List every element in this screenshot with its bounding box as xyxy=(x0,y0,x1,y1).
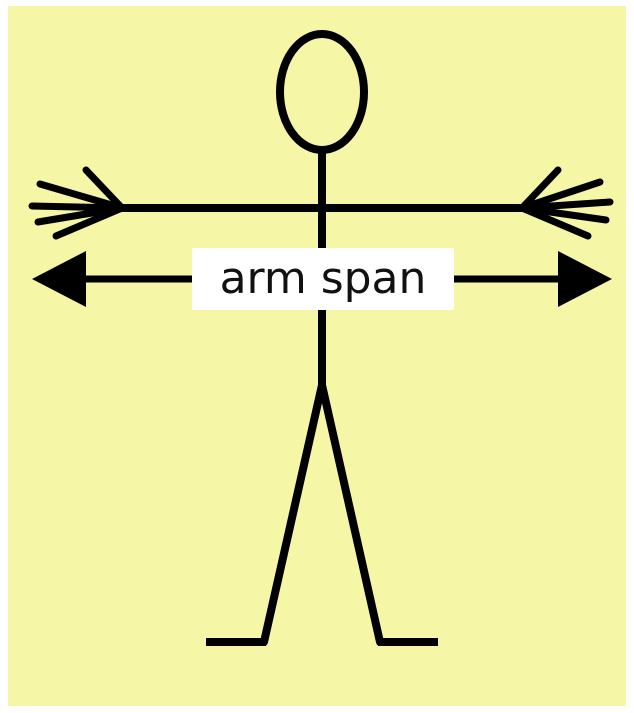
left-arrowhead-icon xyxy=(32,251,86,307)
diagram-background xyxy=(8,6,626,706)
right-arrowhead-icon xyxy=(558,251,612,307)
left-hand xyxy=(28,166,126,240)
arm-span-label: arm span xyxy=(192,248,454,310)
figure-legs xyxy=(260,381,384,646)
figure-head xyxy=(276,30,368,154)
right-hand xyxy=(518,166,614,240)
